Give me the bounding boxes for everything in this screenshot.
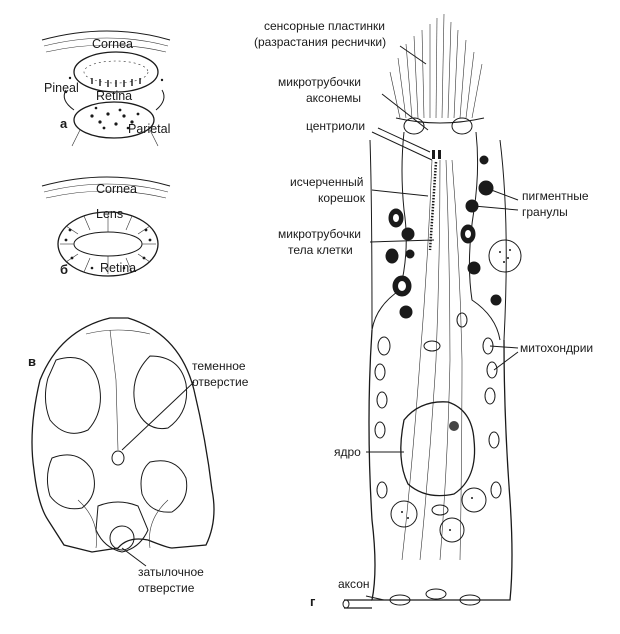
nucleus-label: ядро [334,445,361,459]
occipital-foramen-label-line1: затылочное [138,565,204,579]
panel-a-pineal-label: Pineal [44,81,79,95]
striated-rootlet-label-line2: корешок [318,191,366,205]
panel-v-skull [31,317,215,567]
panel-b-lens-label: Lens [96,207,123,221]
pigment-granules-label-line2: гранулы [522,205,568,219]
centrioles-label: центриоли [306,119,365,133]
axoneme-microtubules-label-line1: микротрубочки [278,75,361,89]
panel-a-drawing [41,30,171,147]
axoneme-microtubules-label-line2: аксонемы [306,91,361,105]
sensory-plates-label-line1: сенсорные пластинки [264,19,385,33]
panel-b-cornea-label: Cornea [96,182,137,196]
panel-a-retina-label: Retina [96,89,132,103]
cell-microtubules-label-line1: микротрубочки [278,227,361,241]
axon-label: аксон [338,577,370,591]
striated-rootlet-label-line1: исчерченный [290,175,363,189]
panel-a-cornea-label: Cornea [92,37,133,51]
panel-g-cell [342,13,522,609]
panel-a-letter: а [60,116,68,131]
panel-b-drawing [41,176,171,277]
parietal-foramen-label-line2: отверстие [192,375,249,389]
parietal-foramen-label-line1: теменное [192,359,246,373]
mitochondria-label: митохондрии [520,341,593,355]
pigment-granules-label-line1: пигментные [522,189,589,203]
panel-g-letter: г [310,594,316,609]
panel-b-retina-label: Retina [100,261,136,275]
occipital-foramen-label-line2: отверстие [138,581,195,595]
sensory-plates-label-line2: (разрастания реснички) [254,35,386,49]
panel-v-letter: в [28,354,36,369]
cell-microtubules-label-line2: тела клетки [288,243,353,257]
panel-a-parietal-label: Parietal [128,122,170,136]
panel-b-letter: б [60,262,68,277]
